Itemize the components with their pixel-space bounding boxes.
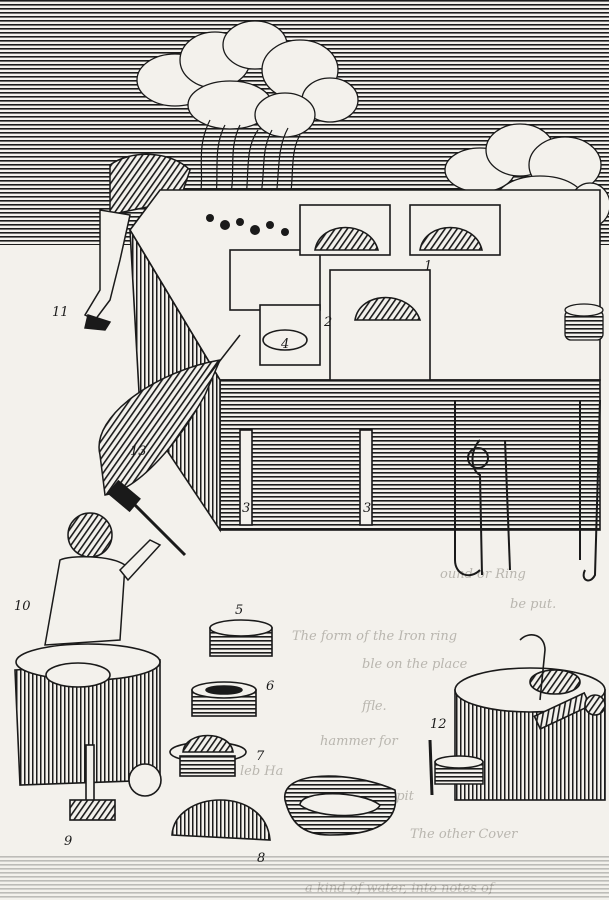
ring-6 [191,681,257,717]
label-3a: 3 [242,501,250,516]
label-12: 12 [430,717,447,732]
small-pot [428,739,484,796]
tongs [454,399,601,582]
worker-hammering-figure-10 [44,479,187,646]
muffle-8 [171,775,397,841]
label-1: 1 [424,259,432,274]
label-11: 11 [52,305,69,320]
plate-numbers: 1 2 3 3 4 5 6 7 8 9 10 11 12 13 [14,259,447,866]
svg-text:be put.: be put. [510,597,556,612]
crucible-on-furnace [564,303,604,341]
svg-text:The form of the Iron ring: The form of the Iron ring [292,629,457,644]
label-4: 4 [280,337,289,352]
burning-coals [206,214,289,236]
smoke-cloud-left [136,20,359,138]
label-3b: 3 [363,501,371,516]
ring-5 [209,619,273,657]
cover-7 [169,734,247,777]
label-8: 8 [257,851,265,866]
label-7: 7 [256,749,265,764]
label-2: 2 [323,315,332,330]
anvil-block [14,643,161,786]
label-5: 5 [235,603,243,618]
svg-text:ble on the place: ble on the place [362,657,468,672]
furnace [129,189,601,533]
svg-text:ffle.: ffle. [361,699,387,714]
svg-text:leb Ha: leb Ha [240,764,283,779]
smoke-cloud-right [444,123,609,228]
label-9: 9 [64,834,72,849]
svg-text:hammer for: hammer for [320,734,398,749]
svg-text:The other Cover: The other Cover [410,827,518,842]
ground-shadow [0,855,609,900]
hammer-9 [69,744,162,821]
label-13: 13 [130,444,147,459]
label-6: 6 [266,679,274,694]
label-10: 10 [14,599,31,614]
bellows-13 [98,334,241,496]
